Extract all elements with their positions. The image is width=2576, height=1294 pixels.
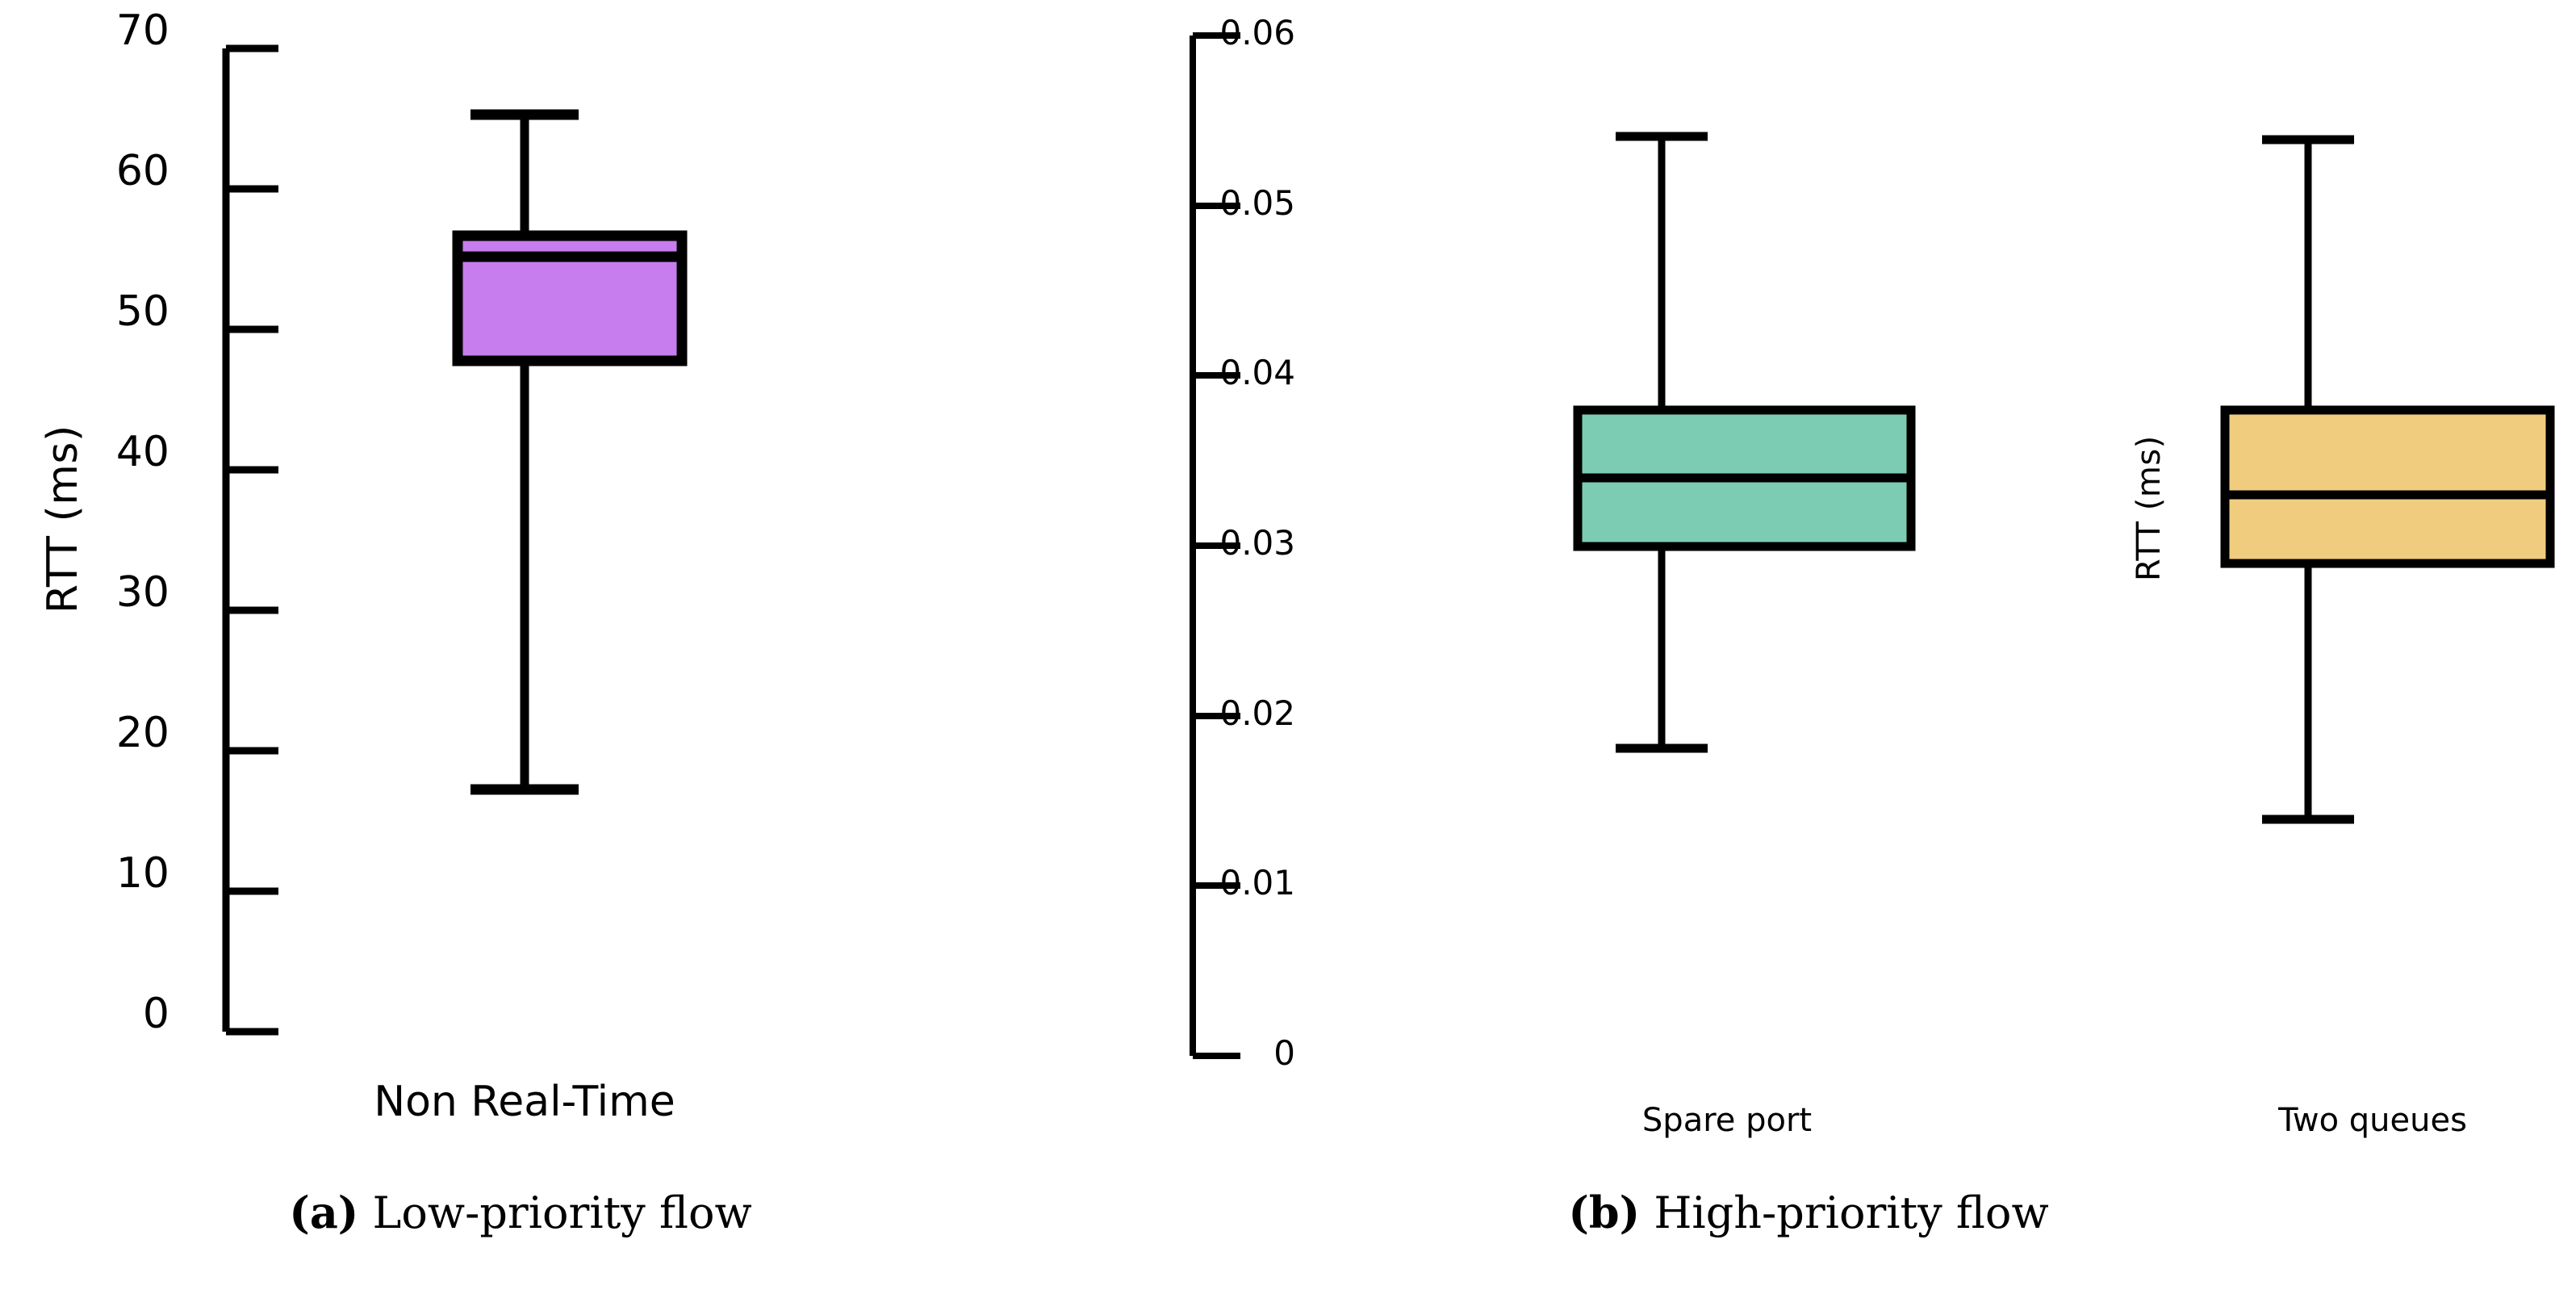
- y-tick-label-40: 40: [115, 428, 169, 476]
- panel-low-priority-flow: RTT (ms) 70 60 50 40 30 20 10 0: [0, 0, 1041, 1294]
- y-tick-label-0: 0: [142, 990, 169, 1038]
- y-tick-label-30: 30: [115, 568, 169, 617]
- y-tick-label-0: 0: [1273, 1033, 1295, 1073]
- box-iqr: [2220, 405, 2555, 568]
- y-tick-label-60: 60: [115, 147, 169, 195]
- caption-panel-b: (b) High-priority flow: [1041, 1187, 2576, 1238]
- y-tick-label-10: 10: [115, 849, 169, 898]
- caption-text-b: High-priority flow: [1640, 1187, 2049, 1238]
- y-axis-ticks-b: [1193, 32, 1240, 1059]
- y-tick-label-20: 20: [115, 709, 169, 757]
- boxplot-two-queues: [2220, 135, 2555, 824]
- x-tick-label-spare-port: Spare port: [1641, 1102, 1813, 1139]
- y-tick-label-50: 50: [115, 287, 169, 336]
- boxplot-non-real-time: [452, 109, 688, 795]
- plot-area-a: [222, 44, 688, 1036]
- caption-marker-b: (b): [1568, 1187, 1641, 1238]
- y-axis-ticks-a: [226, 44, 278, 1036]
- caption-marker-a: (a): [289, 1187, 359, 1238]
- y-tick-label-70: 70: [115, 6, 169, 55]
- x-tick-label-two-queues: Two queues: [2278, 1102, 2467, 1139]
- boxplot-spare-port: [1573, 132, 1916, 753]
- caption-text-a: Low-priority flow: [358, 1187, 752, 1238]
- caption-panel-a: (a) Low-priority flow: [0, 1187, 1041, 1238]
- x-tick-label-non-real-time: Non Real-Time: [374, 1078, 675, 1126]
- plot-area-b: [1190, 32, 2555, 1059]
- panel-high-priority-flow: RTT (ms) 0.06 0.05 0.04 0.03 0.02 0.01 0: [1041, 0, 2576, 1294]
